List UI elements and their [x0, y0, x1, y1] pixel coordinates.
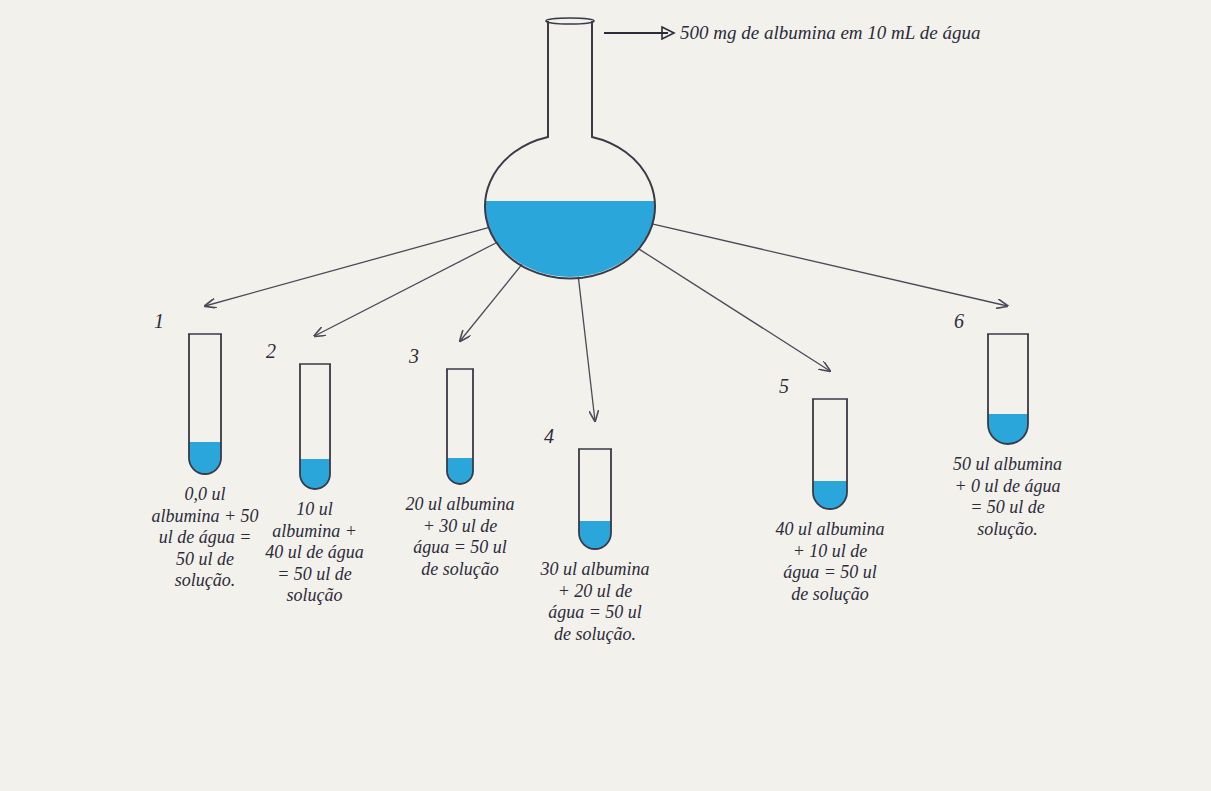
tube-number: 1 — [150, 310, 260, 332]
connector — [315, 242, 498, 336]
tube-number: 3 — [405, 345, 515, 367]
tube-composition: 10 ul albumina + 40 ul de água = 50 ul d… — [262, 499, 367, 607]
tube-outline — [811, 397, 849, 511]
tube-number: 2 — [262, 340, 367, 362]
connector — [460, 264, 522, 341]
flask: 500 mg de albumina em 10 mL de água — [470, 15, 670, 280]
flask-label: 500 mg de albumina em 10 mL de água — [680, 22, 980, 44]
callout-head — [662, 27, 674, 39]
tube-composition: 30 ul albumina + 20 ul de água = 50 ul d… — [540, 559, 650, 645]
tube-number: 6 — [950, 310, 1065, 332]
test-tube: 2 10 ul albumina + 40 ul de água = 50 ul … — [262, 340, 367, 607]
callout-line — [604, 32, 668, 34]
tube-composition: 0,0 ul albumina + 50 ul de água = 50 ul … — [150, 484, 260, 592]
connector — [652, 224, 1007, 306]
connector — [638, 248, 830, 371]
test-tube: 1 0,0 ul albumina + 50 ul de água = 50 ul… — [150, 310, 260, 592]
test-tube: 6 50 ul albumina + 0 ul de água = 50 ul d… — [950, 310, 1065, 540]
tube-outline — [187, 332, 223, 476]
test-tube: 3 20 ul albumina + 30 ul de água = 50 ul … — [405, 345, 515, 580]
tube-number: 5 — [775, 375, 885, 397]
tube-outline — [986, 332, 1030, 446]
tube-composition: 20 ul albumina + 30 ul de água = 50 ul d… — [405, 494, 515, 580]
tube-outline — [445, 367, 475, 486]
connector — [205, 227, 489, 306]
tube-outline — [577, 447, 613, 551]
tube-composition: 40 ul albumina + 10 ul de água = 50 ul d… — [775, 519, 885, 605]
tube-number: 4 — [540, 425, 650, 447]
flask-outline — [470, 15, 670, 280]
tube-composition: 50 ul albumina + 0 ul de água = 50 ul de… — [950, 454, 1065, 540]
test-tube: 4 30 ul albumina + 20 ul de água = 50 ul … — [540, 425, 650, 645]
test-tube: 5 40 ul albumina + 10 ul de água = 50 ul … — [775, 375, 885, 605]
connector — [578, 277, 595, 421]
tube-outline — [298, 362, 332, 491]
